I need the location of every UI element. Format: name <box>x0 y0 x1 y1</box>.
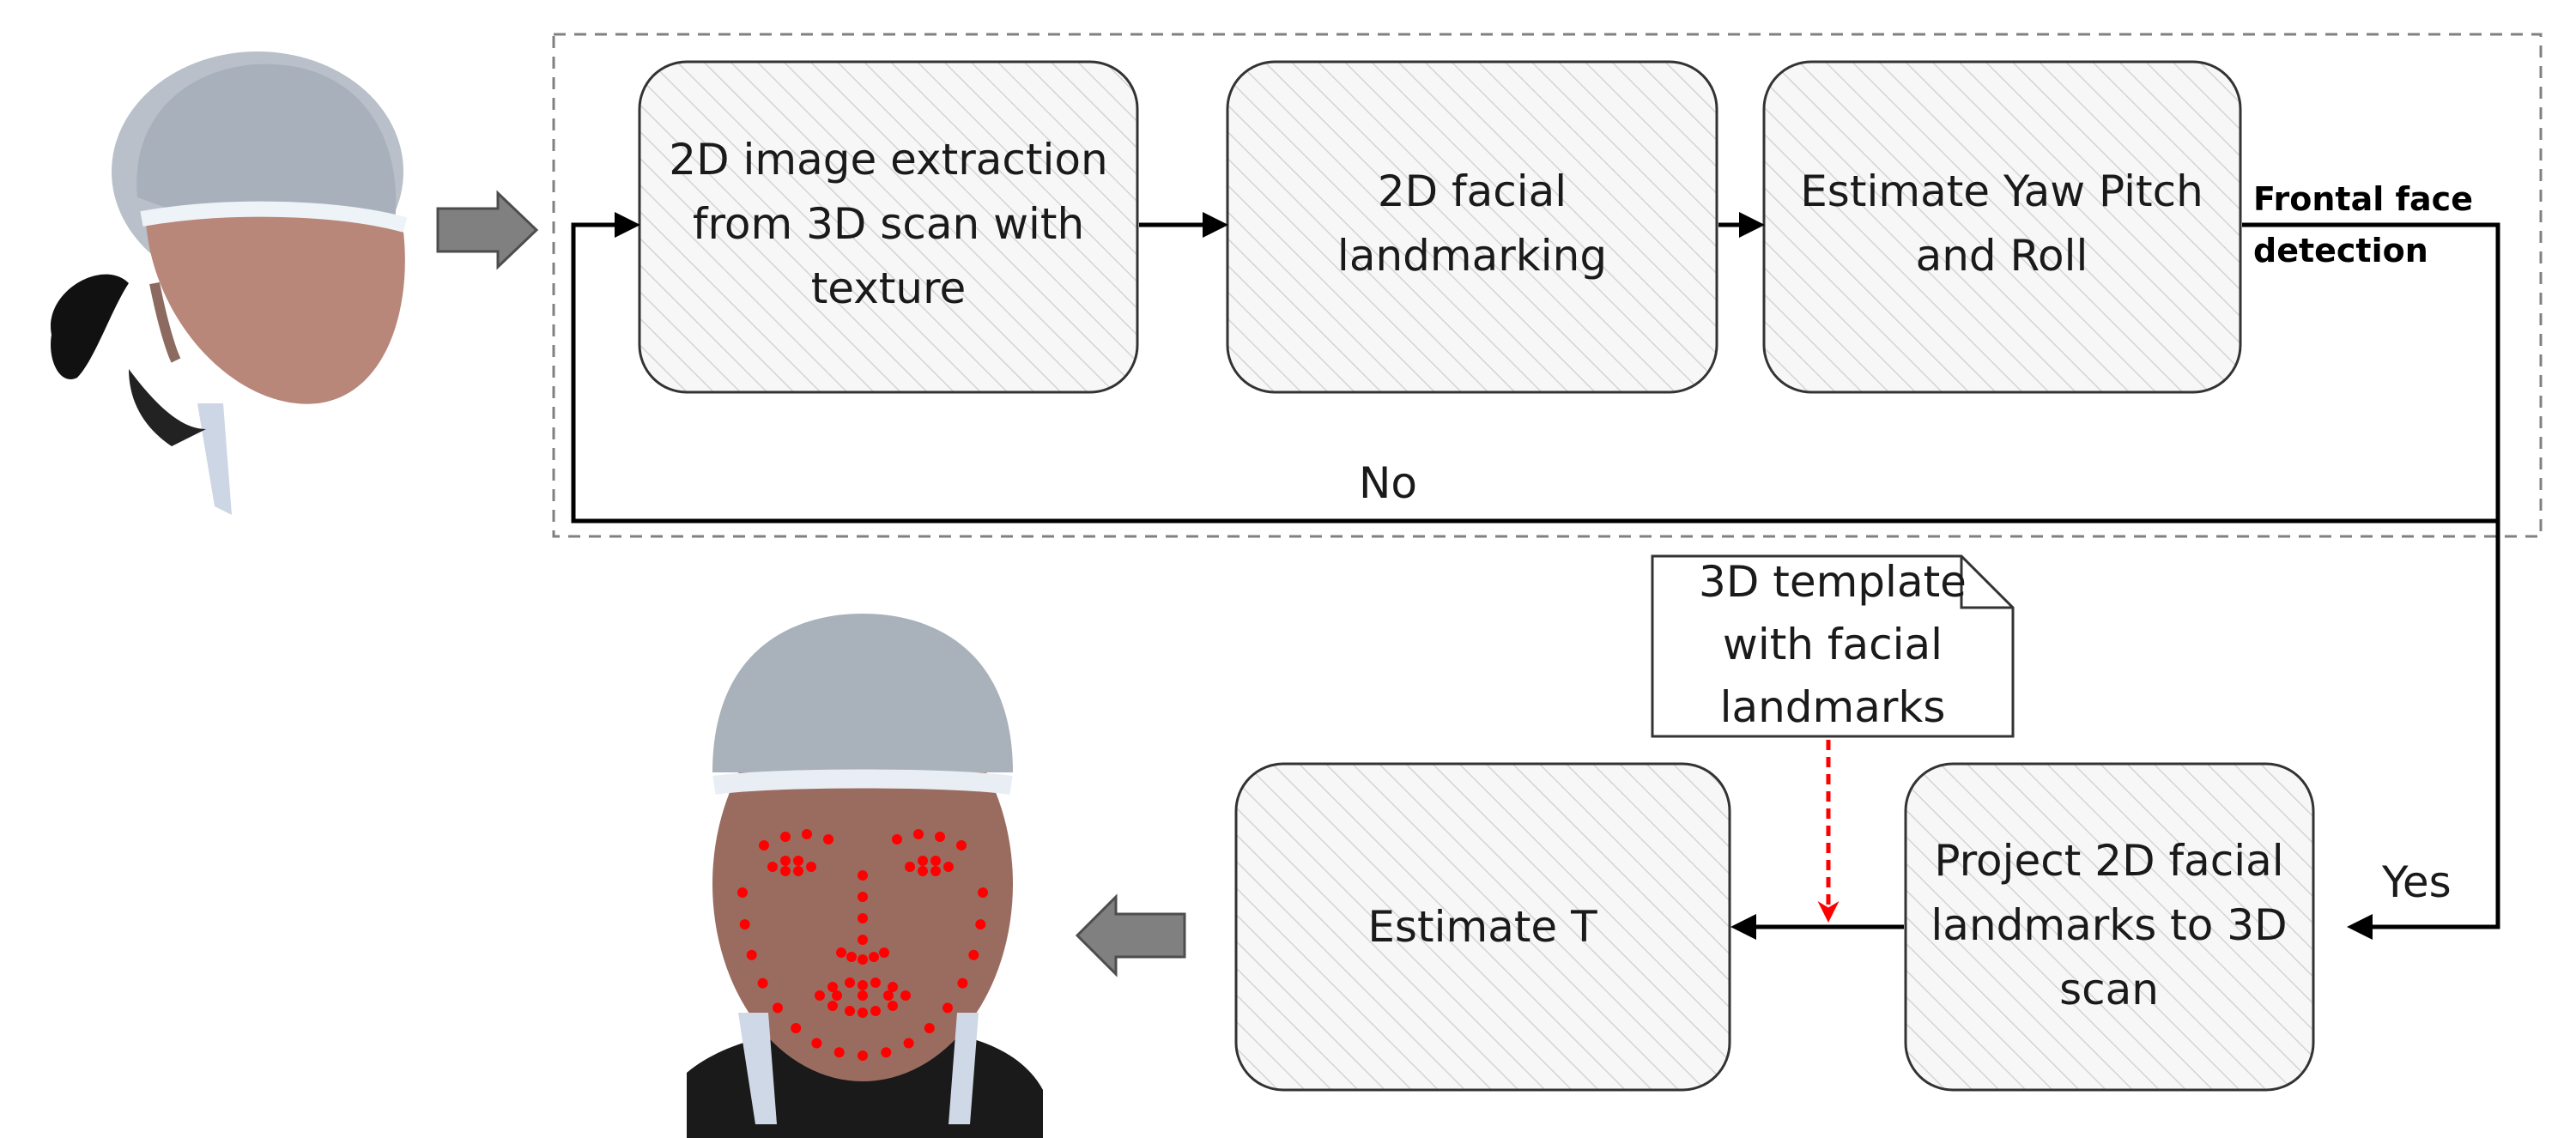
note-line: 3D template <box>1699 557 1967 607</box>
landmark-point <box>883 990 894 1001</box>
landmark-point <box>879 947 889 958</box>
frontal-face-label: Frontal face <box>2253 180 2473 218</box>
landmark-point <box>881 1047 892 1058</box>
box-line: 2D facial <box>1378 166 1567 216</box>
landmark-point <box>827 982 838 992</box>
landmark-point <box>858 980 868 990</box>
landmark-point <box>858 870 868 881</box>
landmark-point <box>811 1038 822 1049</box>
landmark-point <box>913 829 924 839</box>
landmark-point <box>918 856 928 866</box>
landmark-point <box>739 919 750 930</box>
box-line: from 3D scan with <box>693 199 1084 249</box>
landmark-point <box>975 919 986 930</box>
note-line: landmarks <box>1720 682 1946 732</box>
box-line: Project 2D facial <box>1934 836 2283 886</box>
box-line: and Roll <box>1916 231 2088 281</box>
box-line: landmarking <box>1337 231 1607 281</box>
landmark-point <box>845 978 855 988</box>
landmark-point <box>943 862 954 872</box>
facial-landmark-points <box>737 829 988 1061</box>
landmark-point <box>780 866 791 876</box>
landmark-point <box>773 1002 783 1014</box>
landmark-point <box>870 978 881 988</box>
landmark-point <box>957 978 968 989</box>
landmark-point <box>930 856 941 866</box>
no-label: No <box>1359 458 1417 508</box>
landmark-point <box>858 913 868 923</box>
box-2d-facial-landmarking: 2D facial landmarking <box>1226 60 1718 394</box>
landmark-point <box>737 887 748 898</box>
note-line: with facial <box>1723 620 1943 669</box>
landmark-point <box>858 1008 868 1018</box>
landmark-point <box>806 862 816 872</box>
yes-label: Yes <box>2381 857 2452 907</box>
landmark-point <box>759 840 769 850</box>
box-estimate-t: Estimate T <box>1234 762 1731 1092</box>
landmark-point <box>924 1023 935 1033</box>
box-project-landmarks: Project 2D facial landmarks to 3D scan <box>1904 762 2315 1092</box>
box-line: texture <box>811 263 967 313</box>
landmark-point <box>845 1006 855 1016</box>
box-line: landmarks to 3D <box>1930 900 2287 950</box>
output-face-landmarks-image <box>687 614 1043 1138</box>
landmark-point <box>858 892 868 902</box>
box-line: Estimate Yaw Pitch <box>1800 166 2203 216</box>
landmark-point <box>823 834 833 844</box>
frontal-face-label: detection <box>2253 232 2428 269</box>
landmark-point <box>780 856 791 866</box>
landmark-point <box>836 947 846 958</box>
landmark-point <box>956 840 967 850</box>
landmark-point <box>888 982 898 992</box>
box-2d-image-extraction: 2D image extraction from 3D scan with te… <box>638 60 1139 394</box>
landmark-point <box>833 1047 845 1058</box>
landmark-point <box>888 1001 898 1011</box>
landmark-point <box>858 990 868 1001</box>
landmark-point <box>943 1002 953 1014</box>
input-3d-scan-image <box>51 51 408 515</box>
landmark-point <box>858 954 868 965</box>
landmark-point <box>793 866 803 876</box>
landmark-point <box>869 952 879 962</box>
landmark-point <box>858 1050 868 1061</box>
landmark-point <box>930 866 941 876</box>
iteration-frame <box>552 33 2543 538</box>
landmark-point <box>832 990 842 1001</box>
landmark-point <box>900 990 911 1001</box>
landmark-point <box>827 1001 838 1011</box>
landmark-point <box>793 856 803 866</box>
box-line: scan <box>2059 965 2159 1014</box>
landmark-point <box>935 832 945 842</box>
box-line: 2D image extraction <box>669 135 1107 185</box>
input-block-arrow-icon <box>436 190 539 270</box>
landmark-point <box>978 887 988 898</box>
landmark-point <box>746 949 757 960</box>
landmark-point <box>870 1006 881 1016</box>
landmark-point <box>802 829 812 839</box>
landmark-point <box>846 952 857 962</box>
output-block-arrow-icon <box>1075 893 1186 978</box>
landmark-point <box>918 866 928 876</box>
box-estimate-yaw-pitch-roll: Estimate Yaw Pitch and Roll <box>1762 60 2242 394</box>
landmark-point <box>905 862 915 872</box>
landmark-point <box>780 832 791 842</box>
landmark-point <box>767 862 778 872</box>
landmark-point <box>757 978 768 989</box>
box-line: Estimate T <box>1367 902 1597 952</box>
loop-back-no-line <box>571 212 2498 524</box>
landmark-point <box>892 834 902 844</box>
decision-line <box>2242 222 2500 940</box>
landmark-point <box>791 1023 802 1033</box>
landmark-point <box>815 990 825 1001</box>
landmark-point <box>968 949 979 960</box>
landmark-point <box>858 935 868 945</box>
note-3d-template: 3D template with facial landmarks <box>1651 554 2015 738</box>
landmark-point <box>903 1038 914 1049</box>
